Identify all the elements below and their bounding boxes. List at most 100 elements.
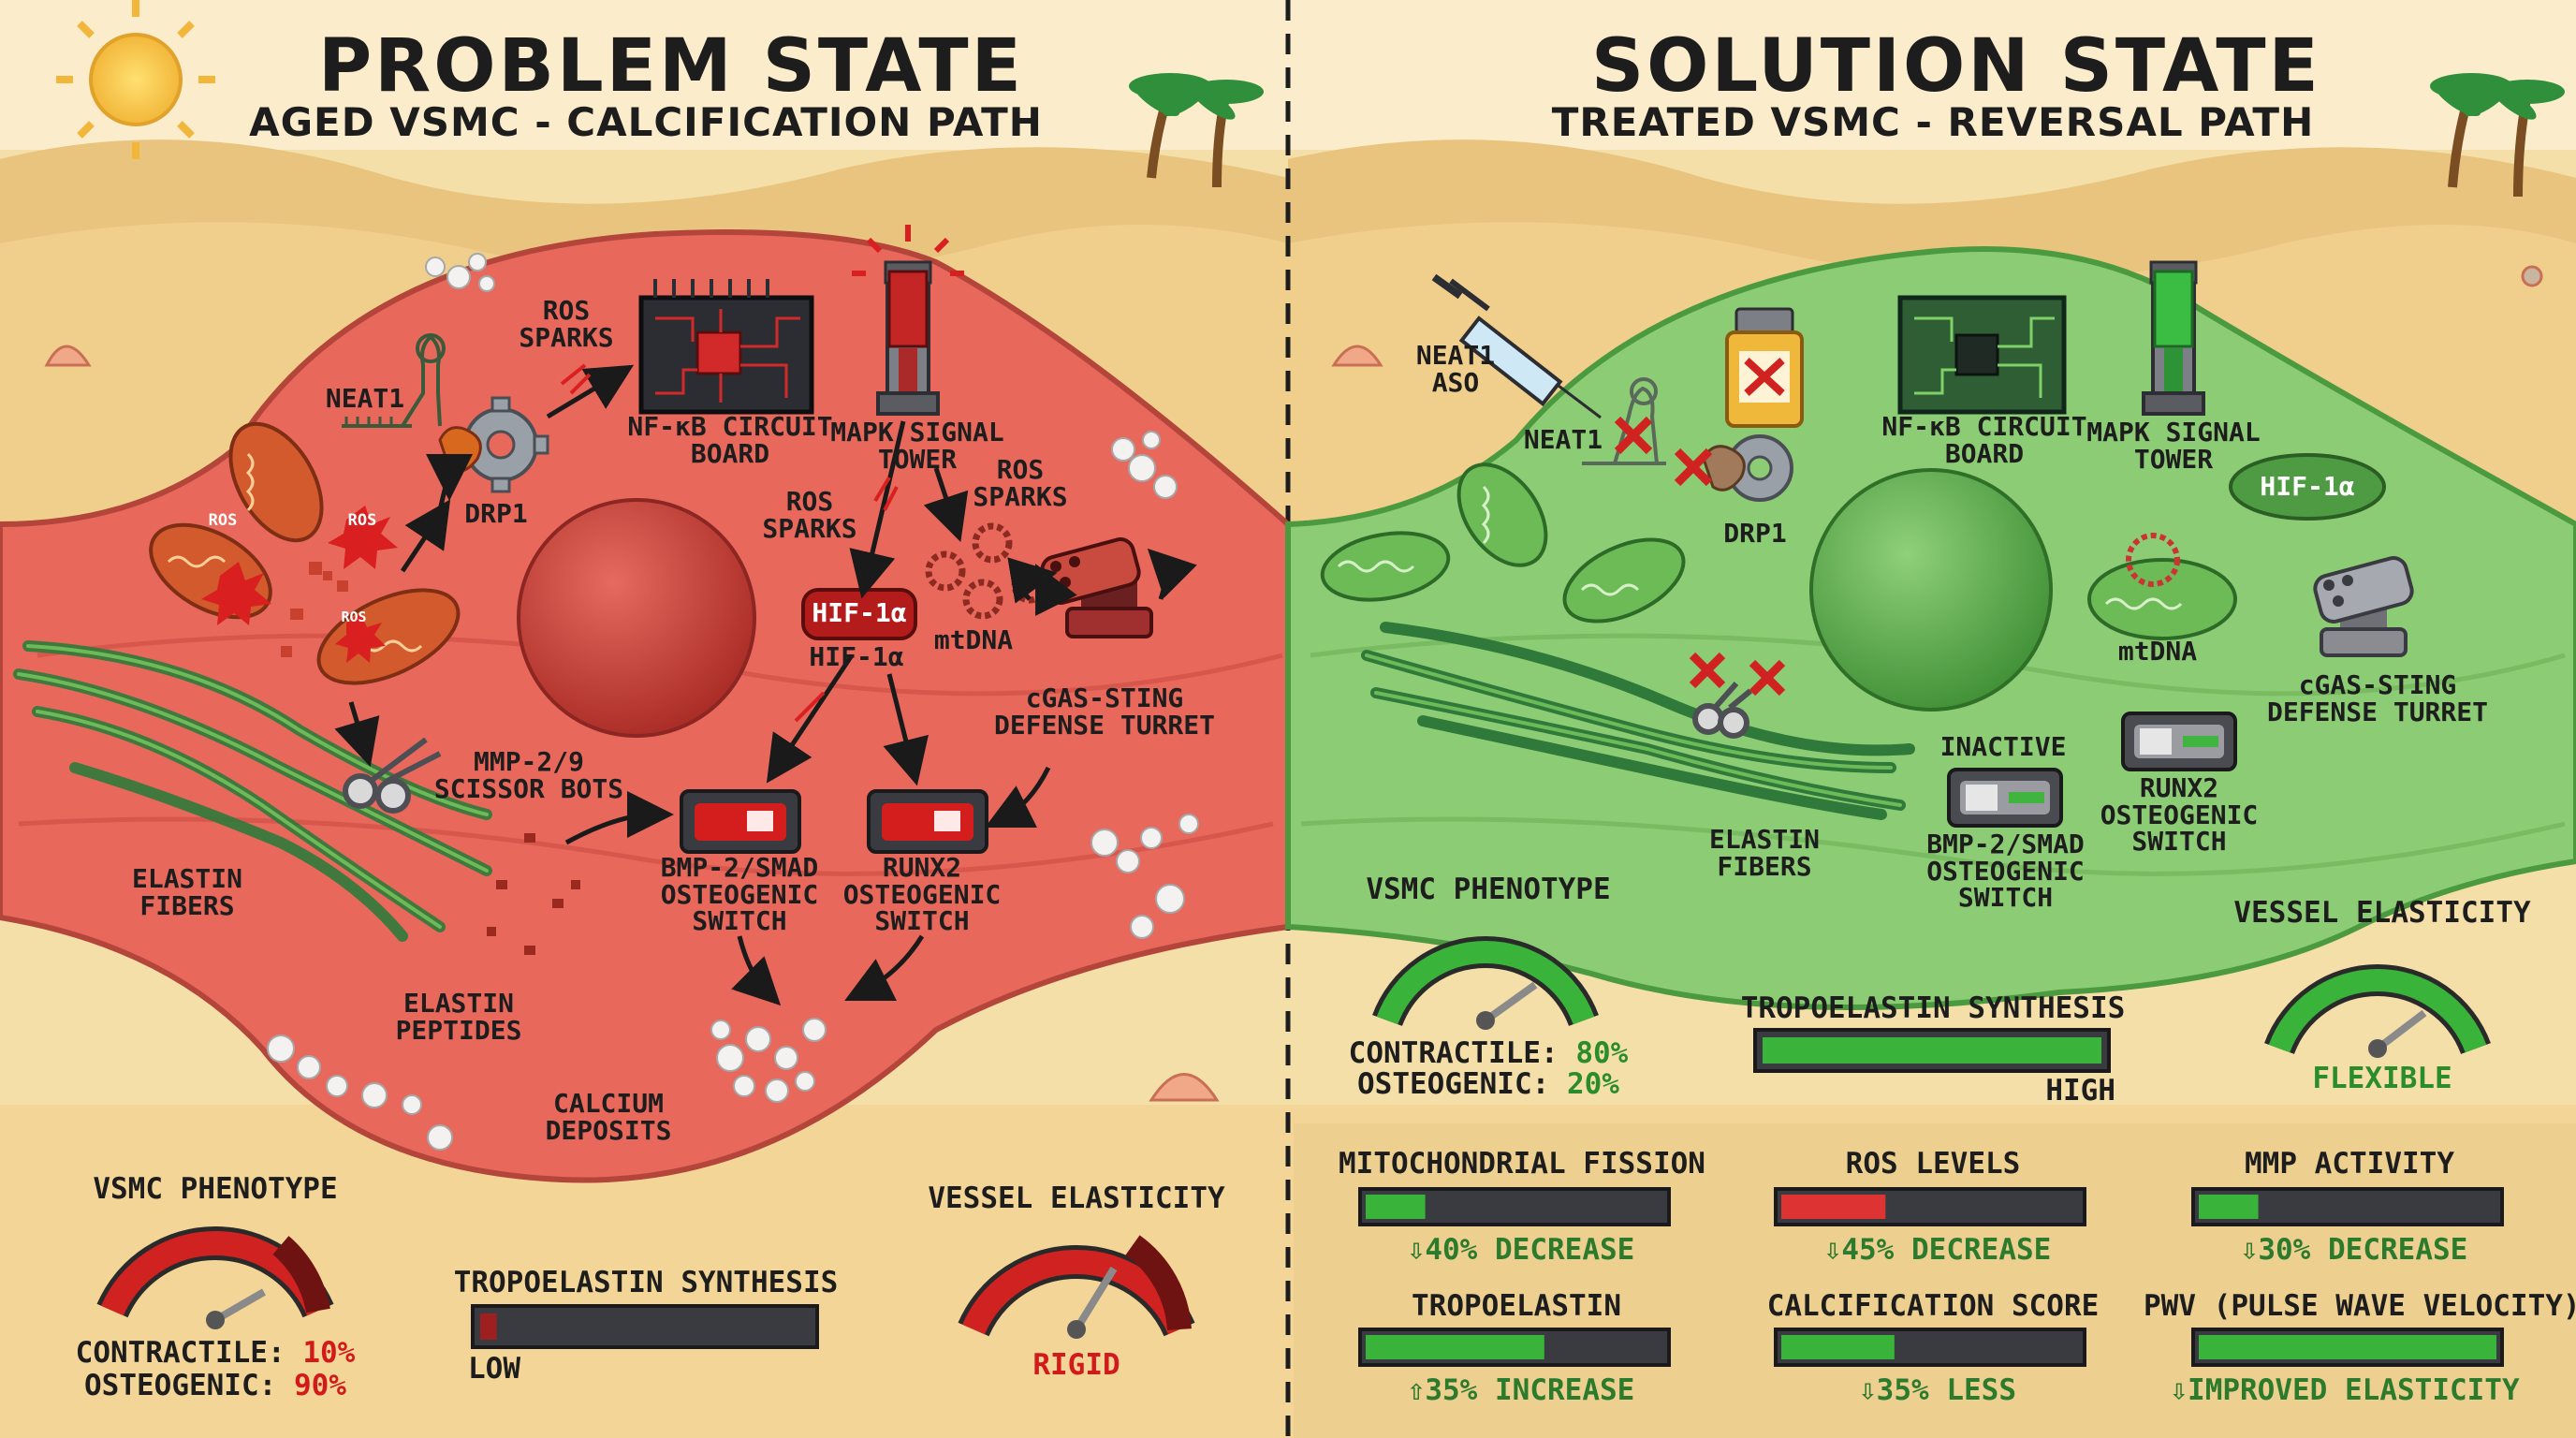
elasticity-title-treated: VESSEL ELASTICITY (2233, 896, 2531, 930)
runx2-switch-label-treated: RUNX2 OSTEOGENIC SWITCH (2100, 772, 2259, 858)
hif-badge-treated (2229, 453, 2386, 521)
tropoelastin-bar-aged (471, 1304, 819, 1349)
drp1-gear-treated (1702, 434, 1793, 502)
elasticity-title-aged: VESSEL ELASTICITY (928, 1181, 1225, 1215)
hif-label: HIF-1α (809, 641, 904, 672)
ros-sparks-label-2: ROS SPARKS (973, 454, 1068, 512)
drp1-label: DRP1 (464, 498, 528, 529)
ros-tag-3: ROS (341, 609, 367, 625)
metric-bar-fill (2199, 1335, 2496, 1359)
metric-bars (1358, 1187, 2504, 1367)
tropoelastin-level-treated: HIGH (2045, 1074, 2115, 1108)
neat1-rna-icon (342, 333, 446, 428)
ros-sparks-label-1: ROS SPARKS (519, 295, 614, 353)
bmp2-switch-on (680, 789, 801, 854)
mapk-label: MAPK SIGNAL TOWER (830, 417, 1004, 475)
mapk-label-treated: MAPK SIGNAL TOWER (2086, 417, 2261, 475)
mapk-signal-tower-treated (2142, 260, 2205, 416)
neat1-aso-label: NEAT1 ASO (1415, 340, 1496, 398)
metric-title-4: CALCIFICATION SCORE (1766, 1289, 2100, 1323)
runx2-switch-label: RUNX2 OSTEOGENIC SWITCH (842, 852, 1002, 937)
bmp2-switch-label-treated: BMP-2/SMAD OSTEOGENIC SWITCH (1926, 829, 2085, 914)
runx2-switch-off (2121, 712, 2237, 771)
elastin-fibers-label: ELASTIN FIBERS (131, 863, 242, 921)
metric-bar-fill (1366, 1335, 1544, 1359)
metric-title-1: ROS LEVELS (1845, 1147, 2021, 1181)
elasticity-state-aged: RIGID (1032, 1348, 1120, 1382)
arrow-down-icon: ⇩ (2170, 1373, 2188, 1407)
arrow-up-icon: ⇧ (1407, 1373, 1426, 1407)
metric-result-3: ⇧35% INCREASE (1407, 1373, 1635, 1407)
ros-burst-icon (201, 506, 398, 663)
tropoelastin-title-aged: TROPOELASTIN SYNTHESIS (453, 1266, 839, 1299)
metric-result-4: ⇩35% LESS (1859, 1373, 2016, 1407)
metric-bar-fill (1781, 1335, 1895, 1359)
metric-result-2: ⇩30% DECREASE (2240, 1233, 2468, 1267)
mtdna-ring-treated (2126, 533, 2180, 587)
left-subtitle: AGED VSMC - CALCIFICATION PATH (249, 99, 1043, 145)
mtdna-label-treated: mtDNA (2117, 636, 2198, 667)
elasticity-gauge-aged (958, 1235, 1195, 1339)
neat1-label: NEAT1 (325, 383, 405, 414)
mitochondria-aged (149, 421, 461, 685)
phenotype-contractile-treated: CONTRACTILE: 80% (1348, 1036, 1629, 1070)
metric-title-3: TROPOELASTIN (1412, 1289, 1621, 1323)
right-subtitle: TREATED VSMC - REVERSAL PATH (1551, 99, 2315, 145)
drp1-label-treated: DRP1 (1723, 518, 1787, 549)
right-title: SOLUTION STATE (1591, 24, 2321, 109)
syringe-icon (1431, 273, 1602, 419)
bmp2-switch-off (1947, 768, 2063, 828)
nfkb-circuit-board-treated (1897, 295, 2067, 415)
elastin-fibers-label-treated: ELASTIN FIBERS (1708, 824, 1820, 882)
arrow-down-icon: ⇩ (2240, 1233, 2259, 1267)
calcium-clumps (267, 253, 1199, 1151)
hif-badge-label-aged: HIF-1α (812, 597, 907, 628)
nucleus-treated (1809, 468, 2053, 712)
elastin-peptides-label: ELASTIN PEPTIDES (395, 988, 522, 1046)
metric-bar-fill (1366, 1195, 1426, 1219)
hif-badge-label-treated: HIF-1α (2260, 471, 2355, 502)
arrow-down-icon: ⇩ (1823, 1233, 1842, 1267)
tropoelastin-level-aged: LOW (468, 1352, 520, 1386)
mtdna-label: mtDNA (933, 624, 1014, 655)
sun-icon (56, 0, 215, 159)
cgas-label: cGAS-STING DEFENSE TURRET (993, 682, 1215, 741)
metric-result-0: ⇩40% DECREASE (1407, 1233, 1635, 1267)
metric-result-1: ⇩45% DECREASE (1823, 1233, 2052, 1267)
phenotype-contractile-aged: CONTRACTILE: 10% (75, 1336, 356, 1370)
ros-tag-1: ROS (208, 511, 238, 530)
seashell-icon (44, 265, 2543, 1102)
phenotype-title-aged: VSMC PHENOTYPE (93, 1172, 338, 1206)
neat1-rna-treated (1582, 377, 1666, 465)
metric-title-2: MMP ACTIVITY (2245, 1147, 2454, 1181)
cgas-label-treated: cGAS-STING DEFENSE TURRET (2266, 669, 2488, 727)
metric-bar-fill (2199, 1195, 2259, 1219)
mapk-signal-tower-icon (852, 225, 964, 416)
mmp-label: MMP-2/9 SCISSOR BOTS (433, 746, 624, 804)
mmp-scissor-treated (1692, 682, 1752, 739)
tropoelastin-bar-treated (1753, 1028, 2111, 1073)
nfkb-circuit-board-icon (638, 279, 814, 415)
inactive-label: INACTIVE (1939, 731, 2067, 762)
cgas-sting-turret-treated (2313, 556, 2414, 657)
pathway-arrows-aged (334, 364, 1197, 1006)
x-mark-icon (1614, 416, 1786, 697)
metric-bar-fill (1781, 1195, 1886, 1219)
mmp-scissor-icon (343, 737, 442, 814)
runx2-switch-on (867, 789, 988, 854)
phenotype-gauge-treated (1372, 936, 1599, 1030)
nucleus-aged (517, 498, 756, 738)
elasticity-gauge-treated (2264, 964, 2491, 1058)
mitochondria-treated (1320, 462, 2237, 640)
phenotype-gauge-aged (96, 1226, 334, 1329)
metric-title-5: PWV (PULSE WAVE VELOCITY) (2144, 1289, 2576, 1323)
phenotype-osteogenic-treated: OSTEOGENIC: 20% (1357, 1067, 1619, 1101)
ros-tag-2: ROS (347, 511, 377, 530)
arrow-down-icon: ⇩ (1859, 1373, 1877, 1407)
left-title: PROBLEM STATE (318, 24, 1024, 109)
nfkb-label-treated: NF-κB CIRCUIT BOARD (1881, 411, 2087, 469)
phenotype-title-treated: VSMC PHENOTYPE (1366, 873, 1611, 906)
pill-bottle-icon (1725, 307, 1804, 428)
